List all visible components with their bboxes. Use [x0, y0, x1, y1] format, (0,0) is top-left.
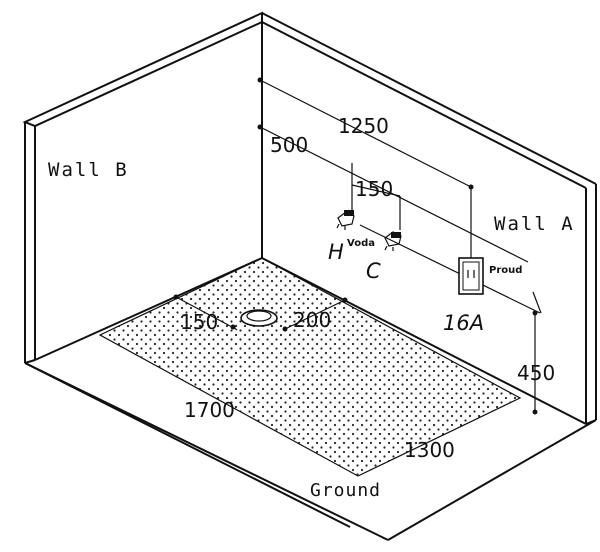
dimension-1700: 1700 [184, 398, 235, 422]
socket-rating-label: 16A [443, 311, 484, 335]
cold-label: C [366, 259, 381, 283]
dimension-200-drain: 200 [293, 308, 331, 332]
socket-icon [458, 257, 484, 295]
dimension-450: 450 [517, 361, 555, 385]
wall-a-label: Wall A [494, 213, 575, 235]
wall-a-outline [261, 12, 597, 425]
dimension-500: 500 [270, 133, 308, 157]
wall-dimension-lines [257, 77, 542, 415]
dimension-1300: 1300 [404, 438, 455, 462]
dimension-150-taps: 150 [355, 177, 393, 201]
wall-b-label: Wall B [48, 159, 129, 181]
drain-icon [240, 309, 278, 327]
floor-edges [24, 362, 597, 541]
hot-label: H [328, 240, 344, 264]
cold-tap-icon [384, 231, 402, 251]
dimension-1250: 1250 [338, 114, 389, 138]
water-label: Voda [347, 238, 375, 249]
drain-dimension-lines [173, 294, 348, 332]
ground-label: Ground [310, 480, 381, 501]
hot-tap-icon [336, 210, 355, 230]
shower-tray [98, 257, 522, 477]
power-label: Proud [489, 265, 522, 276]
dimension-150-drain: 150 [180, 310, 218, 334]
